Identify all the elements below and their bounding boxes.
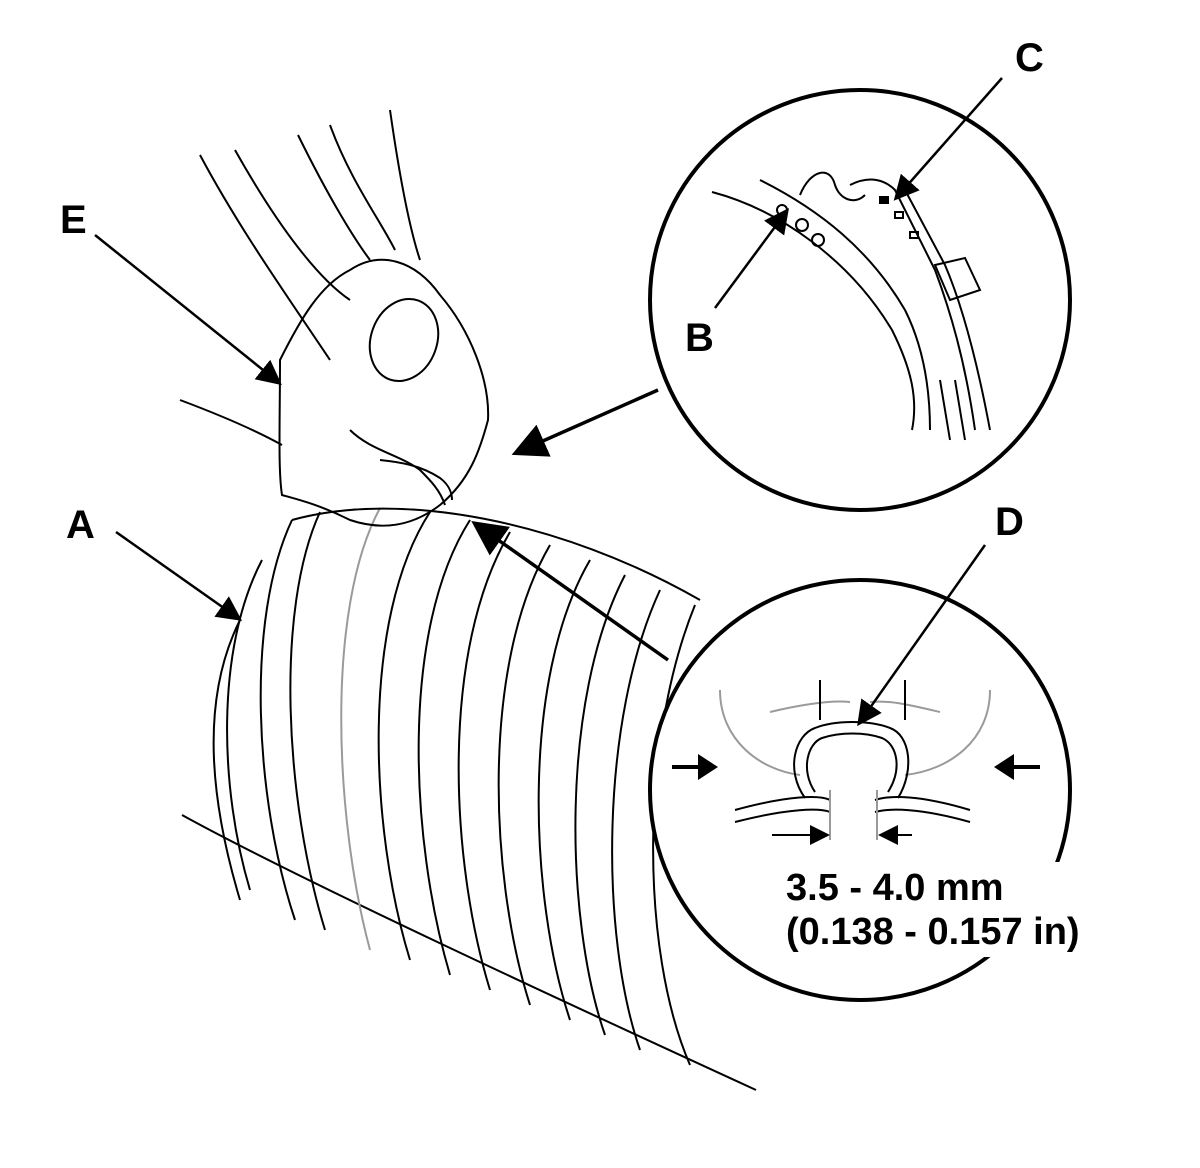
band-inner-edge (759, 179, 931, 431)
leader-e (94, 234, 282, 386)
band-strap-edge (904, 189, 991, 431)
tool-handle-right (297, 134, 371, 261)
pressure-arrow-left (672, 754, 718, 780)
boot-rib-4 (377, 511, 431, 961)
spec-text-backing (780, 862, 1120, 957)
tool-head-body (278, 258, 490, 527)
tool-handle-left (199, 154, 331, 361)
band-hook-wire (799, 171, 866, 202)
callout-label-b: B (685, 316, 714, 360)
detail-circle-band-clip (648, 88, 1072, 512)
boot-rib-5 (417, 519, 471, 976)
detail-arrow-upper (511, 388, 659, 457)
boot-rib-11 (652, 604, 696, 1066)
leader-b (713, 207, 789, 309)
clip-hole-2 (795, 218, 809, 232)
tool-jaw-inner (379, 459, 453, 501)
section-left-jaw (719, 689, 801, 776)
boot-illustration (181, 507, 757, 1091)
band-tab (933, 256, 982, 302)
strap-slot-1 (879, 196, 889, 204)
boot-rib-8 (537, 559, 591, 1021)
boot-rib-10 (611, 589, 661, 1051)
tool-jaw (349, 429, 446, 506)
band-strap (849, 178, 976, 431)
crimp-ear-outer (793, 721, 910, 799)
leader-d (857, 544, 987, 727)
detail-circle-crimp-section (648, 578, 1120, 1002)
tool-handle-right-inner (329, 124, 396, 251)
boot-left-rib-1 (212, 619, 241, 901)
tool-handle-far (389, 109, 421, 261)
leader-c (893, 77, 1003, 201)
callout-label-d: D (995, 500, 1024, 544)
detail-arrow-lower (471, 520, 670, 662)
crimping-tool-illustration (179, 109, 490, 527)
boot-rib-6 (457, 531, 511, 991)
band-lower-lines (939, 379, 966, 441)
boot-rib-1 (259, 519, 296, 921)
boot-rib-9 (574, 574, 626, 1036)
strap-slot-3 (909, 231, 919, 239)
section-right-jaw (904, 689, 991, 776)
callout-label-c: C (1015, 36, 1044, 80)
tool-handle-left-inner (234, 149, 351, 301)
callout-label-a: A (66, 503, 95, 547)
boot-top-contour (291, 507, 701, 601)
tool-shaft (179, 399, 283, 446)
crimp-ear-inner (806, 732, 898, 793)
boot-rib-2 (289, 511, 326, 931)
boot-section-outer (734, 796, 971, 811)
pressure-arrow-right (994, 754, 1040, 780)
leader-a (115, 530, 243, 621)
strap-slot-2 (894, 211, 904, 219)
clip-hole-3 (811, 233, 825, 247)
detail-circle-upper (648, 88, 1072, 512)
boot-outer-edge (181, 814, 757, 1091)
spec-imperial: (0.138 - 0.157 in) (786, 911, 1080, 953)
spec-metric: 3.5 - 4.0 mm (786, 867, 1004, 909)
boot-rib-7 (497, 544, 551, 1006)
boot-rib-3 (340, 507, 381, 951)
boot-left-rib-2 (226, 559, 263, 891)
boot-section-inner (734, 808, 971, 823)
callout-label-e: E (60, 198, 87, 242)
leader-lines (94, 77, 1003, 727)
tool-pivot (368, 297, 440, 383)
